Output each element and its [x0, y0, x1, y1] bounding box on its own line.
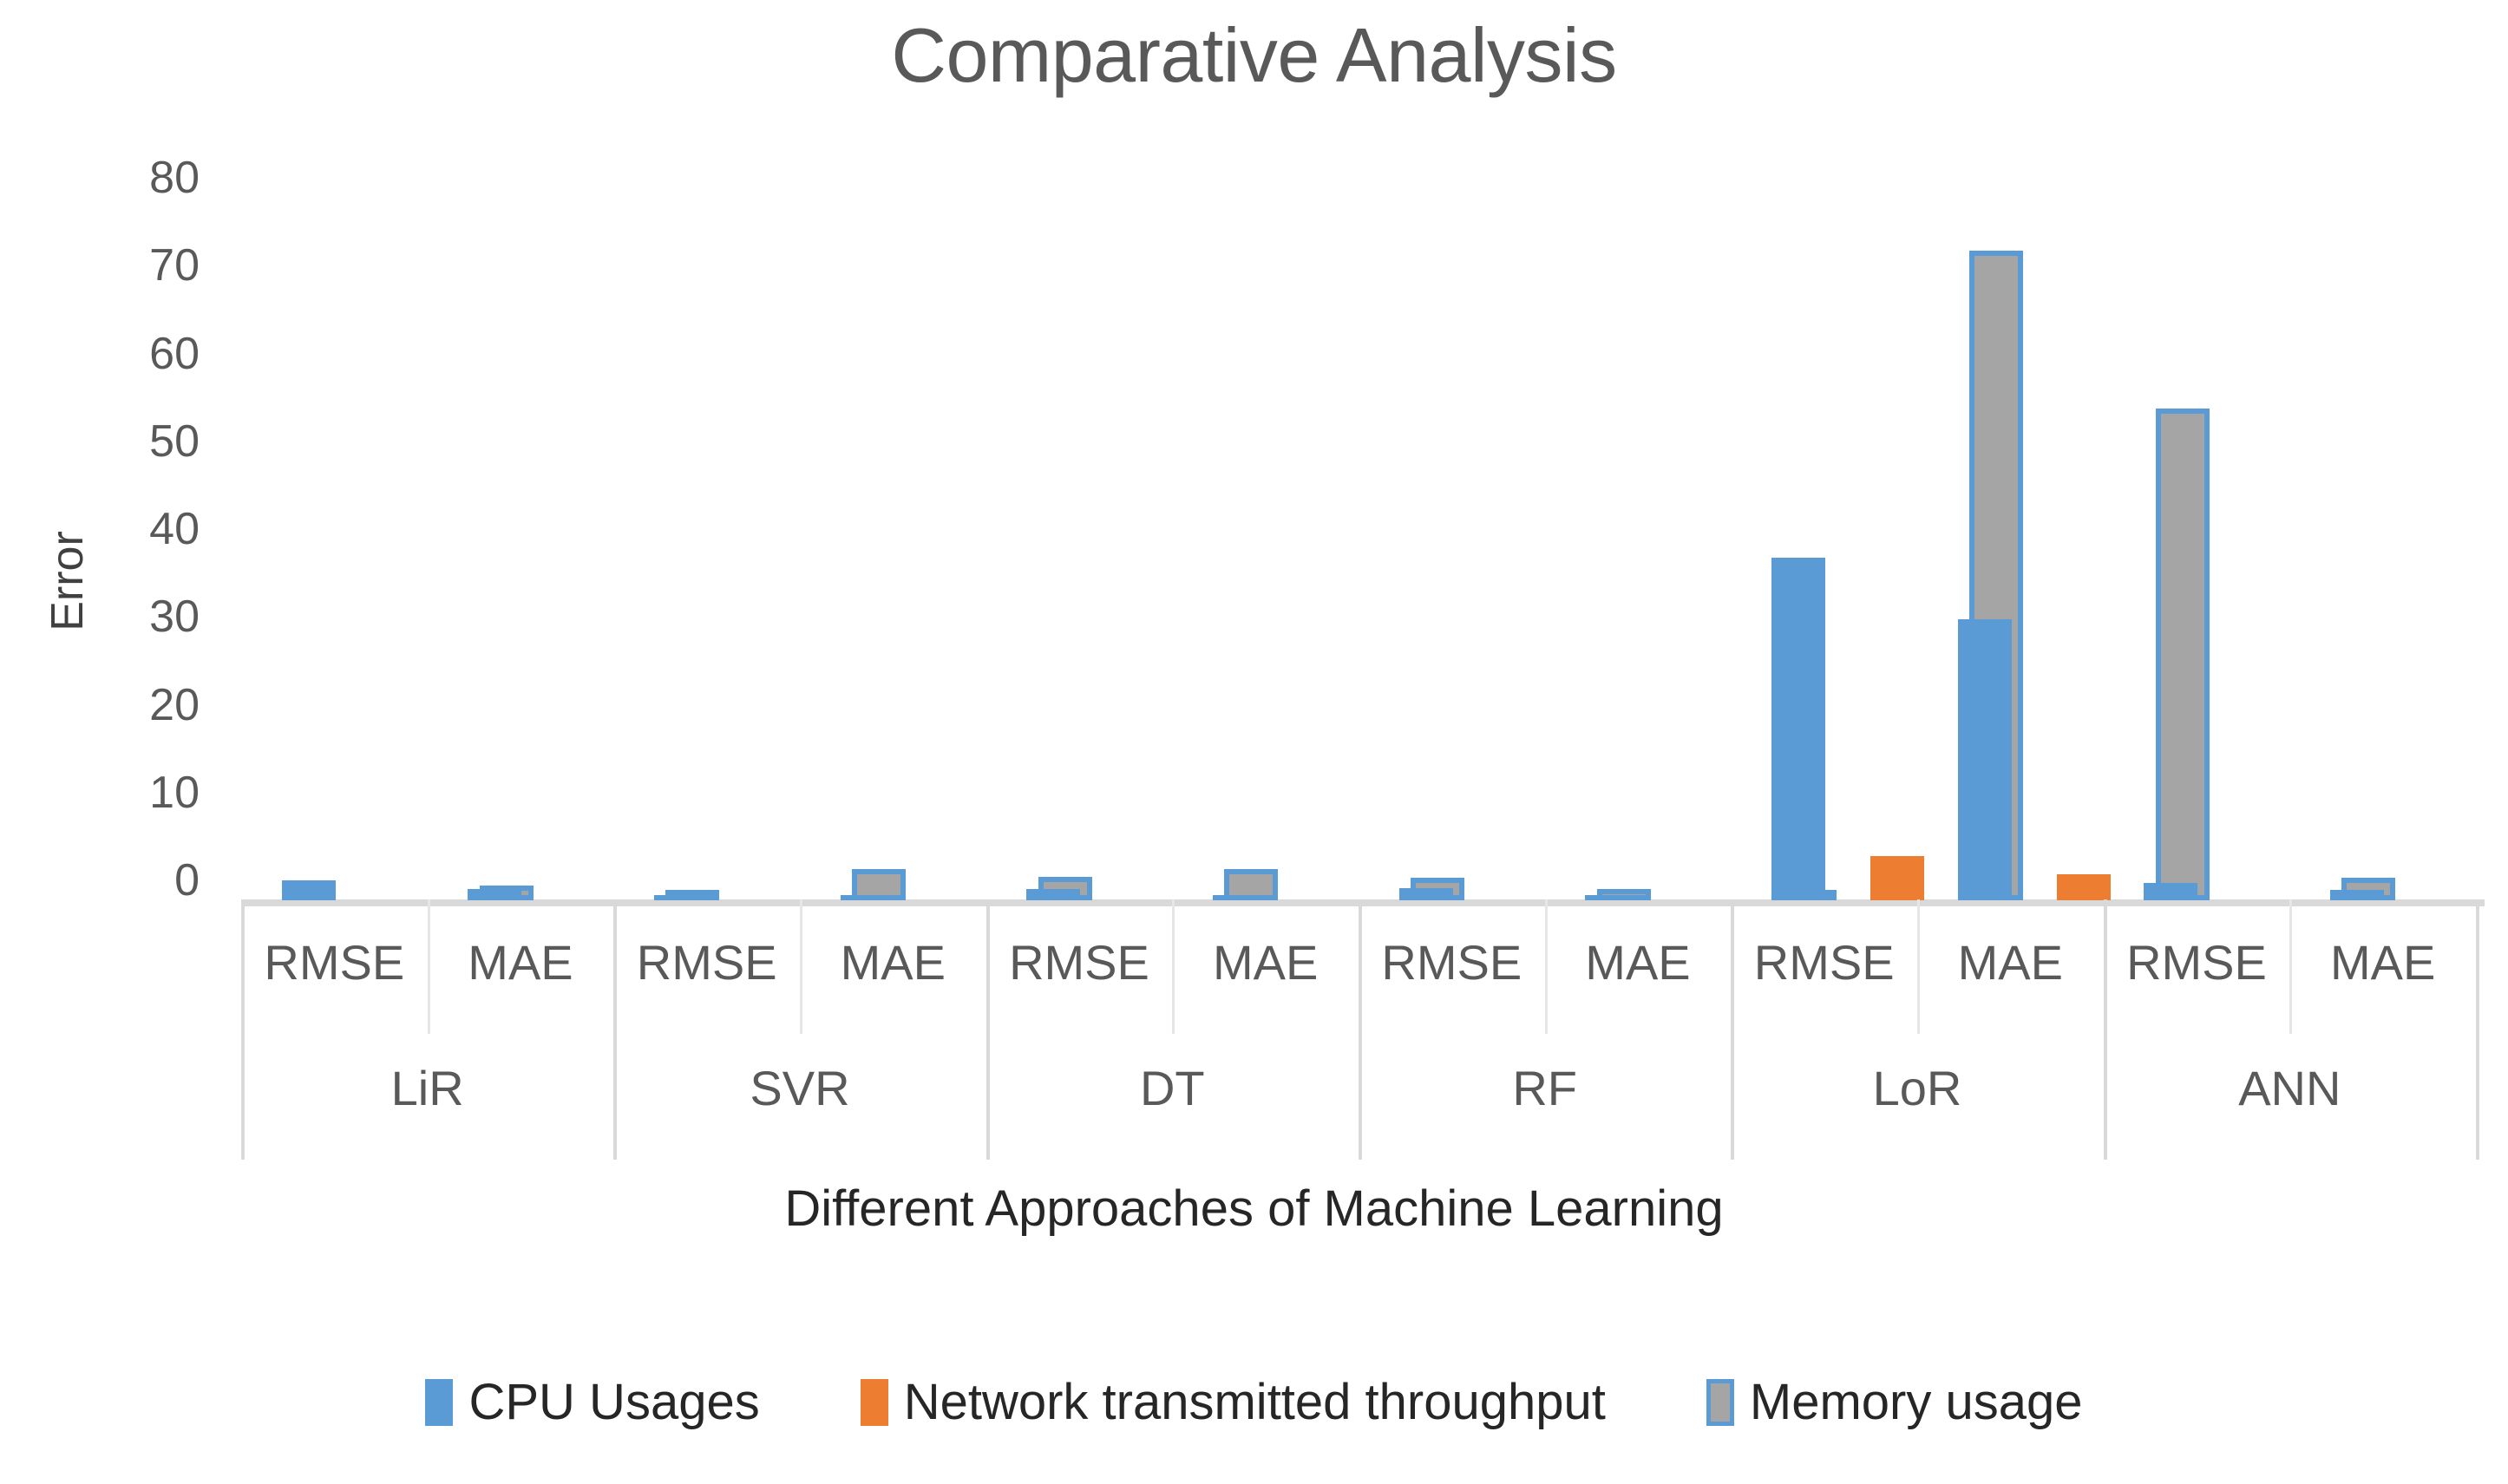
bar-memory[interactable] [2155, 409, 2210, 900]
category-separator [2476, 899, 2479, 1160]
group-label-lor: LoR [1872, 1061, 1962, 1115]
category-separator [241, 899, 245, 1160]
y-tick-label: 60 [149, 328, 200, 379]
bar-cpu[interactable] [840, 895, 894, 900]
metric-separator [2289, 899, 2293, 1034]
y-tick-label: 20 [149, 679, 200, 730]
bar-pair [1176, 198, 1464, 900]
category-separator [613, 899, 618, 1160]
bar-cpu[interactable] [1398, 887, 1453, 900]
legend-item[interactable]: Network transmitted throughput [860, 1374, 1606, 1430]
group-label-ann: ANN [2238, 1061, 2341, 1115]
bar-cpu[interactable] [2144, 882, 2198, 900]
bar-pair [1922, 198, 2210, 900]
bar-network[interactable] [1870, 856, 1924, 900]
bar-cpu[interactable] [1026, 888, 1081, 900]
bar-cpu[interactable] [1771, 558, 1825, 900]
metric-separator [1172, 899, 1175, 1034]
y-axis-title: Error [43, 531, 93, 631]
group-label-lir: LiR [390, 1061, 464, 1115]
bar-pair [1549, 198, 1837, 900]
metric-label-rmse: RMSE [1753, 935, 1895, 990]
legend-item[interactable]: CPU Usages [425, 1374, 760, 1430]
bar-pair [2294, 198, 2480, 900]
bar-pair [804, 198, 1092, 900]
bar-cpu[interactable] [281, 879, 336, 900]
legend-label: Network transmitted throughput [903, 1374, 1606, 1430]
category-separator [1359, 899, 1362, 1160]
bar-cpu[interactable] [1212, 894, 1267, 900]
legend-label: CPU Usages [468, 1374, 760, 1430]
metric-separator [427, 899, 430, 1034]
bar-pair [432, 198, 720, 900]
y-tick-label: 30 [149, 592, 200, 643]
metric-label-mae: MAE [1957, 935, 2063, 990]
y-tick-label: 0 [174, 855, 200, 905]
x-axis-title: Different Approaches of Machine Learning [784, 1180, 1724, 1237]
category-separator [986, 899, 990, 1160]
category-separator [1731, 899, 1735, 1160]
chart-legend: CPU Usages Network transmitted throughput… [0, 1377, 2508, 1428]
category-axis: RMSE MAE LiR RMSE MAE SVR RMSE MAE DT RMSE MAE RF RM… [241, 899, 2485, 1160]
y-tick-label: 50 [149, 415, 200, 467]
y-tick-label: 40 [149, 504, 200, 554]
metric-separator [1917, 899, 1920, 1034]
metric-label-mae: MAE [468, 935, 573, 990]
bar-pair [991, 198, 1279, 900]
legend-label: Memory usage [1749, 1374, 2083, 1430]
legend-swatch-cpu-icon [425, 1379, 454, 1426]
y-tick-label: 10 [149, 767, 200, 818]
bar-cpu[interactable] [1957, 619, 2012, 900]
metric-label-rmse: RMSE [264, 935, 405, 990]
metric-separator [1544, 899, 1548, 1034]
plot-area [241, 198, 2485, 906]
metric-label-rmse: RMSE [2126, 935, 2267, 990]
legend-swatch-memory-icon [1706, 1379, 1734, 1426]
legend-item[interactable]: Memory usage [1706, 1377, 2083, 1428]
legend-swatch-network-icon [860, 1379, 888, 1426]
bar-cpu[interactable] [1585, 894, 1640, 900]
bar-cpu[interactable] [653, 894, 708, 900]
metric-label-rmse: RMSE [1381, 935, 1522, 990]
y-tick-label: 80 [149, 153, 200, 203]
group-label-dt: DT [1139, 1061, 1205, 1115]
bar-pair [2108, 198, 2396, 900]
metric-label-mae: MAE [1212, 935, 1319, 990]
y-tick-label: 70 [149, 240, 200, 291]
metric-label-rmse: RMSE [636, 935, 777, 990]
metric-label-mae: MAE [2329, 935, 2436, 990]
metric-separator [800, 899, 802, 1034]
category-separator [2103, 899, 2107, 1160]
y-axis-tick-labels: 80 70 60 50 40 30 20 10 0 [95, 155, 200, 915]
bar-cpu[interactable] [468, 888, 522, 900]
bar-pair [618, 198, 906, 900]
bar-network[interactable] [2056, 873, 2111, 900]
x-axis-baseline [241, 899, 2485, 906]
metric-label-rmse: RMSE [1009, 935, 1149, 990]
bar-pair [1735, 198, 2023, 900]
chart-title: Comparative Analysis [891, 12, 1617, 98]
bar-pair [246, 198, 534, 900]
bar-pair [1363, 198, 1651, 900]
metric-label-mae: MAE [1585, 935, 1691, 990]
group-label-svr: SVR [750, 1061, 850, 1115]
bar-cpu[interactable] [2329, 889, 2384, 900]
group-label-rf: RF [1512, 1061, 1577, 1115]
metric-label-mae: MAE [840, 935, 946, 990]
